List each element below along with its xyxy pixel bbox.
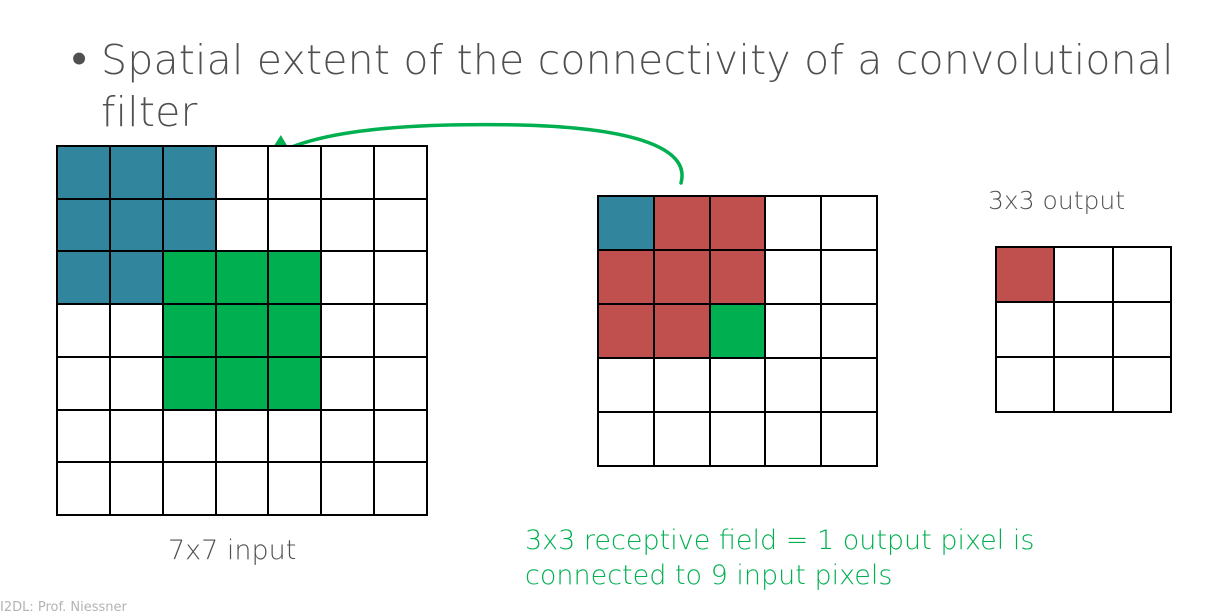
- annotation-line-2: connected to 9 input pixels: [525, 560, 893, 591]
- grid-cell: [1055, 358, 1112, 411]
- grid-cell: [822, 197, 876, 249]
- grid-cell: [216, 252, 268, 304]
- grid-cell: [997, 303, 1054, 356]
- grid-cell: [375, 252, 426, 304]
- grid-cell: [822, 359, 876, 411]
- grid-cell: [322, 199, 374, 251]
- grid-cell: [766, 359, 821, 411]
- input-grid-7x7: [56, 145, 428, 516]
- grid-cell: [1113, 358, 1170, 411]
- grid-cell: [322, 410, 374, 462]
- grid-cell: [599, 305, 653, 357]
- grid-cell: [58, 357, 109, 409]
- grid-cell: [654, 251, 709, 303]
- grid-cell: [997, 358, 1054, 411]
- grid-cell: [216, 463, 268, 514]
- bullet-icon: •: [67, 36, 92, 84]
- grid-cell: [322, 357, 374, 409]
- grid-cell: [58, 252, 109, 304]
- grid-cell: [163, 252, 215, 304]
- grid-cell: [822, 251, 876, 303]
- grid-cell: [766, 251, 821, 303]
- grid-cell: [1055, 303, 1112, 356]
- grid-cell: [322, 463, 374, 514]
- grid-cell: [1113, 248, 1170, 301]
- grid-cell: [216, 305, 268, 356]
- grid-cell: [163, 305, 215, 356]
- grid-cell: [710, 359, 765, 411]
- input-grid-label: 7x7 input: [168, 535, 297, 566]
- grid-cell: [269, 147, 321, 198]
- grid-cell: [163, 463, 215, 514]
- grid-cell: [269, 305, 321, 356]
- grid-cell: [1113, 303, 1170, 356]
- grid-cell: [216, 199, 268, 251]
- grid-cell: [766, 197, 821, 249]
- grid-cell: [654, 359, 709, 411]
- grid-cell: [110, 199, 162, 251]
- output-grid-3x3: [995, 246, 1172, 413]
- grid-cell: [710, 197, 765, 249]
- grid-cell: [269, 199, 321, 251]
- slide-bullet-text: • Spatial extent of the connectivity of …: [67, 34, 1191, 138]
- grid-cell: [322, 252, 374, 304]
- grid-cell: [58, 410, 109, 462]
- grid-cell: [1055, 248, 1112, 301]
- grid-cell: [110, 305, 162, 356]
- grid-cell: [375, 147, 426, 198]
- grid-cell: [58, 463, 109, 514]
- slide-footer: I2DL: Prof. Niessner: [0, 600, 127, 615]
- grid-cell: [822, 413, 876, 465]
- grid-cell: [216, 357, 268, 409]
- grid-cell: [216, 147, 268, 198]
- grid-cell: [375, 357, 426, 409]
- grid-cell: [269, 463, 321, 514]
- grid-cell: [110, 357, 162, 409]
- grid-cell: [269, 410, 321, 462]
- grid-cell: [163, 410, 215, 462]
- grid-cell: [58, 305, 109, 356]
- grid-cell: [710, 251, 765, 303]
- grid-cell: [375, 199, 426, 251]
- output-grid-label: 3x3 output: [988, 186, 1126, 215]
- grid-cell: [654, 305, 709, 357]
- grid-cell: [110, 147, 162, 198]
- grid-cell: [766, 305, 821, 357]
- grid-cell: [58, 147, 109, 198]
- bullet-text: Spatial extent of the connectivity of a …: [101, 36, 1174, 136]
- grid-cell: [58, 199, 109, 251]
- grid-cell: [163, 357, 215, 409]
- grid-cell: [375, 410, 426, 462]
- grid-cell: [269, 252, 321, 304]
- grid-cell: [322, 305, 374, 356]
- grid-cell: [163, 199, 215, 251]
- grid-cell: [599, 359, 653, 411]
- grid-cell: [216, 410, 268, 462]
- grid-cell: [997, 248, 1054, 301]
- grid-cell: [654, 197, 709, 249]
- grid-cell: [766, 413, 821, 465]
- grid-cell: [599, 251, 653, 303]
- grid-cell: [710, 305, 765, 357]
- grid-cell: [375, 463, 426, 514]
- receptive-field-annotation: 3x3 receptive field = 1 output pixel is …: [525, 523, 1034, 593]
- grid-cell: [163, 147, 215, 198]
- grid-cell: [822, 305, 876, 357]
- grid-cell: [599, 413, 653, 465]
- annotation-line-1: 3x3 receptive field = 1 output pixel is: [525, 525, 1035, 556]
- grid-cell: [599, 197, 653, 249]
- grid-cell: [269, 357, 321, 409]
- grid-cell: [110, 252, 162, 304]
- intermediate-grid-5x5: [597, 195, 878, 467]
- grid-cell: [110, 410, 162, 462]
- grid-cell: [110, 463, 162, 514]
- grid-cell: [375, 305, 426, 356]
- grid-cell: [654, 413, 709, 465]
- grid-cell: [710, 413, 765, 465]
- grid-cell: [322, 147, 374, 198]
